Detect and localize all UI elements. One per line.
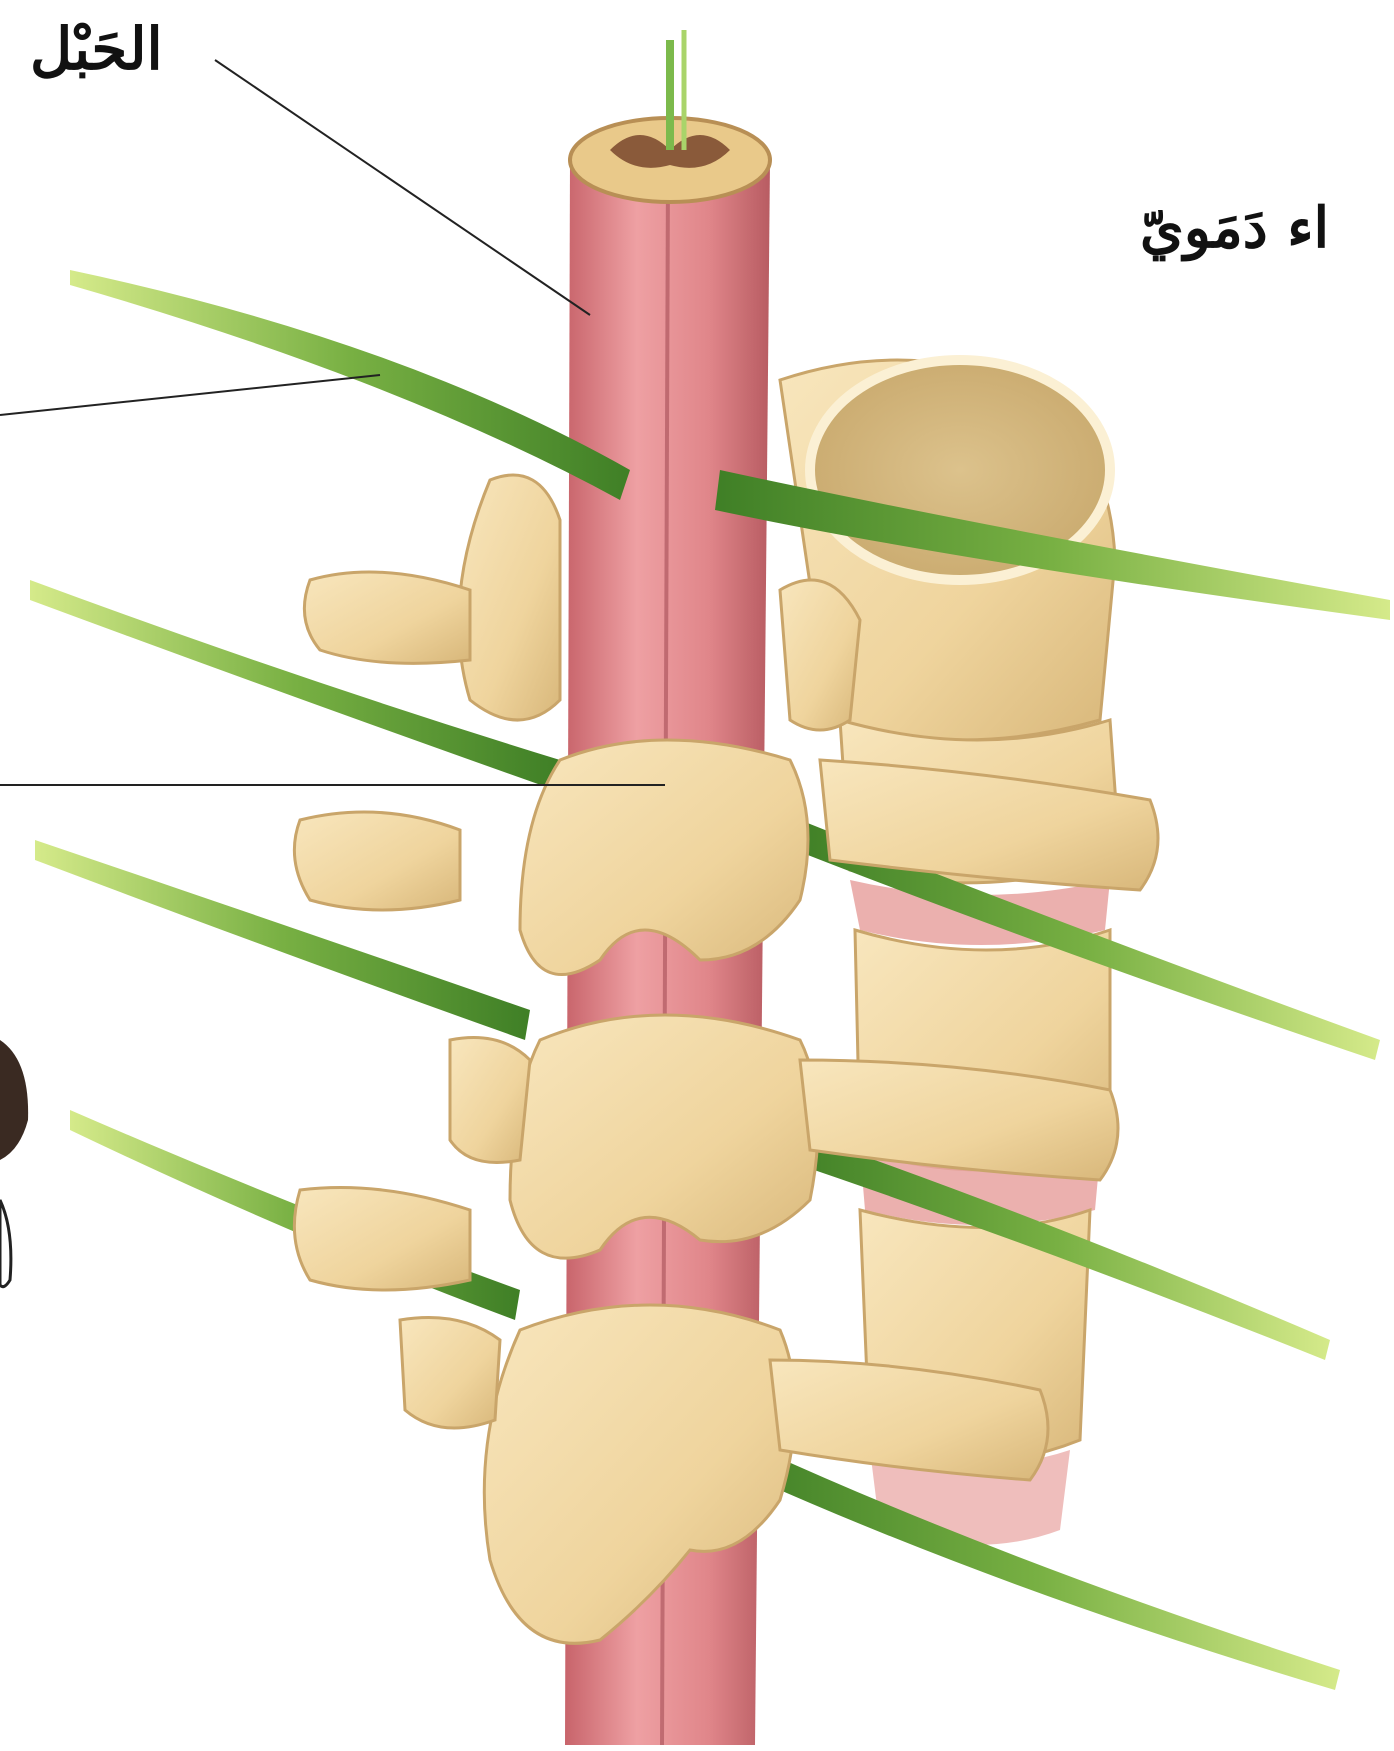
leader-line-cord [215,60,590,315]
label-spinal-cord: الحَبْل [30,20,163,78]
leader-line-nerve [0,375,380,415]
nerve-root-top-left [70,270,630,500]
leader-lines [0,60,665,785]
label-blood-vessel: اء دَمَويّ [1140,200,1329,256]
left-edge-object [0,1040,28,1287]
